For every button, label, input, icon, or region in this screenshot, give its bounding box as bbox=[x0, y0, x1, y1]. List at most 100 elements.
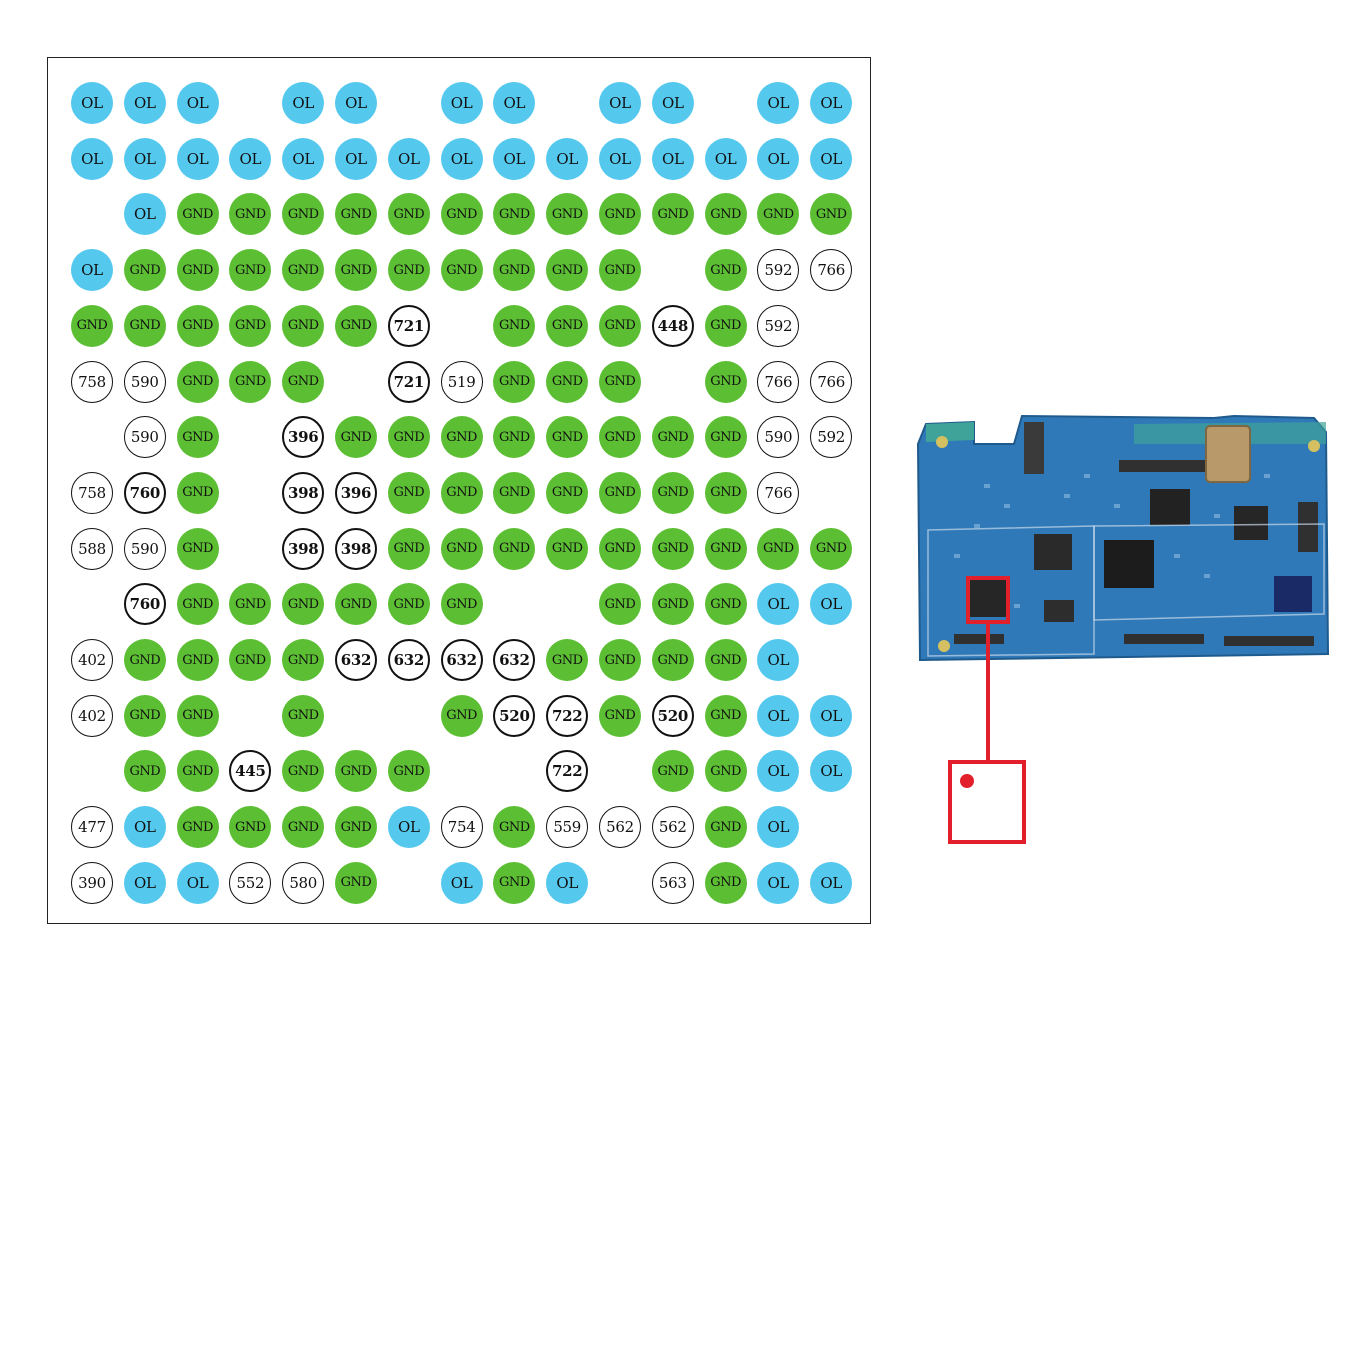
pad-r12-c3: GND bbox=[176, 694, 219, 737]
pad-r3-c6: GND bbox=[335, 193, 377, 236]
pad-r11-c6: 632 bbox=[335, 639, 377, 681]
pad-r6-c10: GND bbox=[546, 360, 589, 403]
pad-r7-c3: GND bbox=[176, 416, 219, 459]
pad-r1-c8: OL bbox=[440, 82, 483, 124]
pad-r8-c14: 766 bbox=[757, 471, 800, 514]
connector-bottom-left bbox=[954, 634, 1004, 644]
pad-r10-c6: GND bbox=[335, 583, 377, 626]
pad-r5-c7: 721 bbox=[387, 304, 430, 347]
pad-r12-c15: OL bbox=[810, 694, 853, 737]
pad-r2-c7: OL bbox=[387, 137, 430, 180]
pad-grid-frame bbox=[47, 57, 871, 924]
pad-r1-c5: OL bbox=[282, 82, 325, 124]
pad-r4-c10: GND bbox=[546, 249, 589, 292]
pad-r12-c10: 722 bbox=[546, 694, 589, 737]
pad-r5-c13: GND bbox=[704, 304, 747, 347]
board-edge-green bbox=[926, 422, 974, 442]
pad-r9-c9: GND bbox=[493, 527, 536, 570]
pad-r12-c12: 520 bbox=[651, 694, 694, 737]
pad-r13-c13: GND bbox=[704, 750, 747, 793]
pin1-marker bbox=[960, 774, 974, 788]
pad-r10-c8: GND bbox=[440, 583, 483, 626]
screw-pad-2 bbox=[1308, 440, 1320, 452]
pad-r15-c14: OL bbox=[757, 861, 800, 904]
sim-slot bbox=[1205, 425, 1251, 483]
pad-r7-c15: 592 bbox=[810, 416, 853, 459]
connector-top-left bbox=[1024, 422, 1044, 474]
screw-pad-3 bbox=[938, 640, 950, 652]
pad-r8-c3: GND bbox=[176, 471, 219, 514]
highlight-box bbox=[966, 576, 1010, 624]
pad-r9-c1: 588 bbox=[71, 527, 113, 570]
rf-chip bbox=[1234, 506, 1268, 540]
pad-r4-c5: GND bbox=[282, 249, 325, 292]
pad-r9-c10: GND bbox=[546, 527, 589, 570]
pad-r13-c4: 445 bbox=[229, 750, 272, 793]
pad-r5-c4: GND bbox=[229, 304, 272, 347]
pad-r4-c13: GND bbox=[704, 249, 747, 292]
pad-r7-c8: GND bbox=[440, 416, 483, 459]
pad-r10-c3: GND bbox=[176, 583, 219, 626]
pad-r11-c5: GND bbox=[282, 639, 325, 681]
pad-r7-c13: GND bbox=[704, 416, 747, 459]
pad-r4-c11: GND bbox=[599, 249, 641, 292]
pad-r13-c15: OL bbox=[810, 750, 853, 793]
pad-r3-c8: GND bbox=[440, 193, 483, 236]
pad-r6-c2: 590 bbox=[123, 360, 166, 403]
pad-r10-c12: GND bbox=[651, 583, 694, 626]
pad-r7-c7: GND bbox=[387, 416, 430, 459]
pad-r10-c2: 760 bbox=[123, 583, 166, 626]
pad-r3-c15: GND bbox=[810, 193, 853, 236]
pad-r14-c12: 562 bbox=[651, 806, 694, 849]
pad-r15-c2: OL bbox=[123, 861, 166, 904]
pad-r5-c3: GND bbox=[176, 304, 219, 347]
pad-r6-c14: 766 bbox=[757, 360, 800, 403]
pad-r4-c8: GND bbox=[440, 249, 483, 292]
screw-pad-1 bbox=[936, 436, 948, 448]
pad-r1-c14: OL bbox=[757, 82, 800, 124]
pad-r13-c6: GND bbox=[335, 750, 377, 793]
pad-r4-c6: GND bbox=[335, 249, 377, 292]
pad-r9-c5: 398 bbox=[282, 527, 325, 570]
pad-r4-c14: 592 bbox=[757, 249, 800, 292]
pad-r12-c8: GND bbox=[440, 694, 483, 737]
pad-r11-c13: GND bbox=[704, 639, 747, 681]
connector-right bbox=[1298, 502, 1318, 552]
pad-r14-c2: OL bbox=[123, 806, 166, 849]
pad-r13-c10: 722 bbox=[546, 750, 589, 793]
callout-annotation bbox=[948, 576, 1026, 844]
pad-r9-c11: GND bbox=[599, 527, 641, 570]
pad-r5-c9: GND bbox=[493, 304, 536, 347]
pad-r7-c6: GND bbox=[335, 416, 377, 459]
pad-r9-c3: GND bbox=[176, 527, 219, 570]
pad-r7-c5: 396 bbox=[282, 416, 325, 459]
pad-r15-c6: GND bbox=[335, 861, 377, 904]
smd-components bbox=[954, 474, 1270, 608]
pad-r13-c3: GND bbox=[176, 750, 219, 793]
pad-r11-c7: 632 bbox=[387, 639, 430, 681]
pad-r11-c4: GND bbox=[229, 639, 272, 681]
pad-r9-c2: 590 bbox=[123, 527, 166, 570]
pad-r15-c5: 580 bbox=[282, 861, 325, 904]
pad-r15-c4: 552 bbox=[229, 861, 272, 904]
shield-frame-right bbox=[1093, 523, 1325, 621]
pad-r11-c12: GND bbox=[651, 639, 694, 681]
pad-r8-c5: 398 bbox=[282, 471, 325, 514]
pad-r12-c9: 520 bbox=[493, 694, 536, 737]
pad-r5-c11: GND bbox=[599, 304, 641, 347]
pad-r11-c9: 632 bbox=[493, 639, 536, 681]
pad-r15-c12: 563 bbox=[651, 861, 694, 904]
pad-r14-c14: OL bbox=[757, 806, 800, 849]
pad-r1-c3: OL bbox=[176, 82, 219, 124]
pad-r3-c3: GND bbox=[176, 193, 219, 236]
pad-r12-c14: OL bbox=[757, 694, 800, 737]
pad-r6-c8: 519 bbox=[440, 360, 483, 403]
pad-r13-c7: GND bbox=[387, 750, 430, 793]
pad-r1-c1: OL bbox=[71, 82, 113, 124]
pad-r8-c8: GND bbox=[440, 471, 483, 514]
pad-r10-c14: OL bbox=[757, 583, 800, 626]
pad-r11-c3: GND bbox=[176, 639, 219, 681]
pad-r11-c10: GND bbox=[546, 639, 589, 681]
pad-r8-c12: GND bbox=[651, 471, 694, 514]
pad-r4-c4: GND bbox=[229, 249, 272, 292]
